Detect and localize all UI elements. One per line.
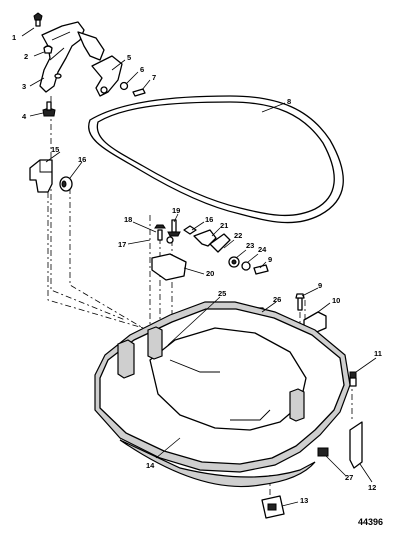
callout-15: 15 xyxy=(51,145,59,154)
bracket-fasteners xyxy=(33,12,146,117)
latch-hardware xyxy=(151,219,269,281)
callout-9a: 9 xyxy=(268,255,272,264)
callout-13: 13 xyxy=(300,496,308,505)
callout-17: 17 xyxy=(118,240,126,249)
callout-11: 11 xyxy=(374,349,382,358)
callout-24: 24 xyxy=(258,245,267,254)
callout-2: 3 xyxy=(22,82,26,91)
callout-labels: 1 2 3 4 5 6 7 8 9 9 9 10 11 12 13 14 15 … xyxy=(12,33,382,505)
figure-number: 44396 xyxy=(358,517,383,527)
callout-7: 7 xyxy=(152,73,156,82)
callout-16b: 16 xyxy=(205,215,213,224)
callout-19: 19 xyxy=(172,206,180,215)
cowl-fitting xyxy=(261,495,285,519)
grommet xyxy=(59,176,73,192)
callout-4: 1 xyxy=(12,33,16,42)
callout-10: 10 xyxy=(332,296,340,305)
callout-25: 25 xyxy=(218,289,226,298)
callout-20: 20 xyxy=(206,269,214,278)
mount-bracket xyxy=(39,21,105,93)
latch-lever xyxy=(91,55,123,97)
callout-21: 21 xyxy=(220,221,228,230)
callout-26: 26 xyxy=(273,295,281,304)
callout-8: 8 xyxy=(287,97,291,106)
callout-3: 2 xyxy=(24,52,28,61)
callout-1: 4 xyxy=(22,112,27,121)
callout-12: 12 xyxy=(368,483,376,492)
callout-9b: 9 xyxy=(318,281,322,290)
latch-block xyxy=(29,159,53,193)
callout-22: 22 xyxy=(234,231,242,240)
bottom-cowl xyxy=(94,301,351,488)
callout-27: 27 xyxy=(345,473,353,482)
leader-lines xyxy=(21,27,377,507)
callout-23: 23 xyxy=(246,241,254,250)
callout-14: 14 xyxy=(146,461,155,470)
callout-5: 5 xyxy=(127,53,131,62)
callout-16a: 16 xyxy=(78,155,86,164)
callout-6: 6 xyxy=(140,65,144,74)
callout-18: 18 xyxy=(124,215,132,224)
cowl-seal xyxy=(88,95,344,224)
